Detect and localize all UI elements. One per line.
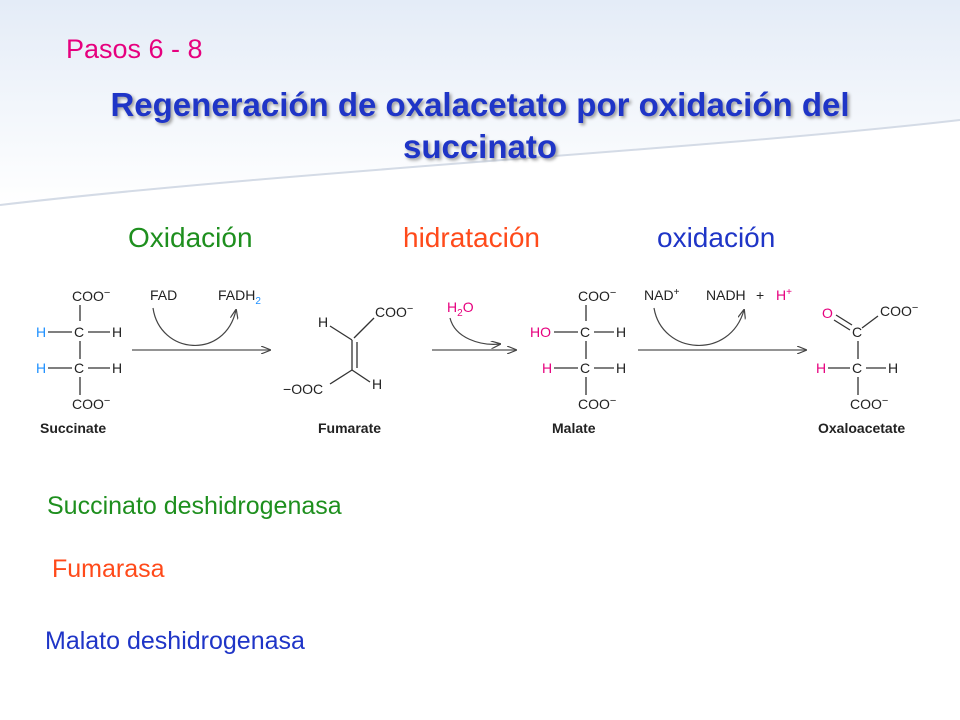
enzyme-succinate-dehydrogenase: Succinato deshidrogenasa (47, 492, 342, 520)
svg-text:COO−: COO− (880, 302, 918, 319)
arrow-step-8: NAD+ NADH + H+ (638, 287, 806, 350)
svg-text:COO−: COO− (850, 395, 888, 412)
svg-text:H: H (318, 314, 328, 330)
svg-text:C: C (852, 324, 862, 340)
svg-text:C: C (580, 360, 590, 376)
compound-oxaloacetate: Oxaloacetate (818, 420, 905, 436)
reaction-type-hydration: hidratación (403, 222, 540, 253)
svg-text:H: H (542, 360, 552, 376)
svg-text:−OOC: −OOC (283, 381, 323, 397)
svg-text:H: H (112, 324, 122, 340)
svg-text:NADH: NADH (706, 287, 746, 303)
svg-text:O: O (822, 305, 833, 321)
page-title: Regeneración de oxalacetato por oxidació… (110, 86, 850, 165)
svg-text:COO−: COO− (578, 395, 616, 412)
svg-text:HO: HO (530, 324, 551, 340)
svg-text:C: C (852, 360, 862, 376)
svg-text:C: C (74, 324, 84, 340)
svg-text:FADH2: FADH2 (218, 287, 261, 307)
svg-text:C: C (580, 324, 590, 340)
svg-text:H: H (36, 360, 46, 376)
svg-text:H: H (616, 360, 626, 376)
svg-text:H: H (616, 324, 626, 340)
compound-malate: Malate (552, 420, 596, 436)
oxaloacetate-molecule: O C COO− C H H COO− Oxaloacetate (816, 302, 918, 436)
arrow-step-6: FAD FADH2 (132, 287, 270, 350)
svg-text:H2O: H2O (447, 299, 474, 319)
compound-fumarate: Fumarate (318, 420, 381, 436)
svg-text:H: H (112, 360, 122, 376)
reaction-type-oxidation-1: Oxidación (128, 222, 253, 253)
svg-text:H: H (816, 360, 826, 376)
enzyme-fumarase: Fumarasa (52, 555, 165, 583)
svg-text:H: H (36, 324, 46, 340)
svg-text:COO−: COO− (72, 395, 110, 412)
step-label: Pasos 6 - 8 (66, 34, 203, 64)
svg-text:H: H (888, 360, 898, 376)
background-wave (0, 0, 960, 206)
svg-text:H+: H+ (776, 287, 792, 303)
reaction-scheme: COO− C H H C H H COO− Succinate FAD FADH… (36, 287, 918, 436)
succinate-molecule: COO− C H H C H H COO− Succinate (36, 287, 122, 436)
svg-text:COO−: COO− (578, 287, 616, 304)
svg-text:H: H (372, 376, 382, 392)
fad-label: FAD (150, 287, 177, 303)
svg-text:C: C (74, 360, 84, 376)
svg-text:COO−: COO− (72, 287, 110, 304)
enzyme-malate-dehydrogenase: Malato deshidrogenasa (45, 627, 305, 655)
malate-molecule: COO− C HO H C H H COO− Malate (530, 287, 626, 436)
fumarate-molecule: H COO− −OOC H Fumarate (283, 303, 413, 436)
reaction-type-oxidation-2: oxidación (657, 222, 776, 253)
svg-text:COO−: COO− (375, 303, 413, 320)
svg-text:+: + (756, 287, 764, 303)
arrow-step-7: H2O (432, 299, 516, 350)
compound-succinate: Succinate (40, 420, 106, 436)
svg-text:NAD+: NAD+ (644, 287, 680, 303)
